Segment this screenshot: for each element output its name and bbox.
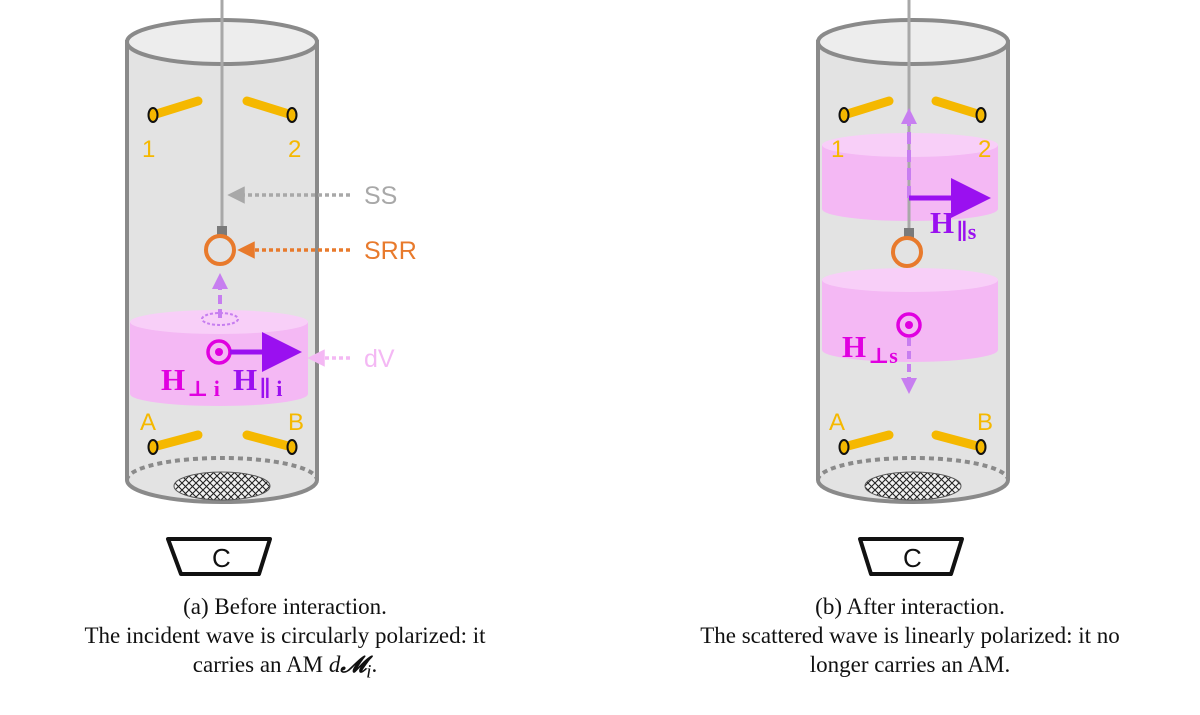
dv-volume-lower [822, 268, 998, 362]
caption-a-line-3: carries an AM d𝓜i. [192, 652, 378, 683]
srr-ring [891, 236, 923, 268]
port-A [838, 430, 894, 455]
h-perp-s-label: H⊥s [842, 329, 898, 368]
camera-label: C [212, 543, 231, 573]
port-2 [242, 96, 298, 123]
port-2-label: 2 [978, 136, 991, 163]
tube-top-opening [816, 18, 1010, 66]
camera [858, 537, 964, 576]
port-A-label: A [829, 409, 845, 436]
am-rotation-ellipse [201, 312, 239, 326]
h-par-s-label: H∥s [930, 205, 977, 244]
camera [166, 537, 272, 576]
mesh-grid [864, 471, 962, 501]
srr-holder [217, 226, 227, 238]
dv-label: dV [364, 345, 395, 373]
caption-a: (a) Before interaction. The incident wav… [5, 592, 565, 687]
port-B [931, 430, 987, 455]
h-par-i-label: H∥ i [233, 362, 282, 401]
port-1 [838, 96, 894, 123]
caption-b-line-3: longer carries an AM. [809, 652, 1011, 677]
caption-a-line-2: The incident wave is circularly polarize… [84, 623, 486, 648]
port-2 [931, 96, 987, 123]
srr-ring [204, 234, 236, 266]
port-2-label: 2 [288, 136, 301, 163]
caption-b-line-2: The scattered wave is linearly polarized… [700, 623, 1120, 648]
port-A-label: A [140, 409, 156, 436]
tube-inner-bottom-edge [816, 456, 1010, 481]
port-B [242, 430, 298, 455]
port-B-label: B [977, 409, 993, 436]
tube-inner-bottom-edge [125, 456, 319, 481]
port-B-label: B [288, 409, 304, 436]
port-1-label: 1 [142, 136, 155, 163]
panel-b: 1 2 A B H∥s H⊥s C [816, 0, 1010, 576]
port-1 [147, 96, 203, 123]
h-perp-i-label: H⊥ i [161, 362, 220, 401]
srr-holder [904, 228, 914, 240]
ss-label: SS [364, 182, 397, 210]
h-perp-s-symbol [896, 312, 922, 338]
panel-a: 1 2 A B H⊥ i H∥ i SS [125, 0, 417, 576]
caption-b-line-1: (b) After interaction. [815, 594, 1005, 619]
mesh-grid [173, 471, 271, 501]
camera-label: C [903, 543, 922, 573]
port-A [147, 430, 203, 455]
port-1-label: 1 [831, 136, 844, 163]
srr-label: SRR [364, 237, 417, 265]
caption-b: (b) After interaction. The scattered wav… [630, 592, 1190, 679]
caption-a-line-1: (a) Before interaction. [183, 594, 387, 619]
